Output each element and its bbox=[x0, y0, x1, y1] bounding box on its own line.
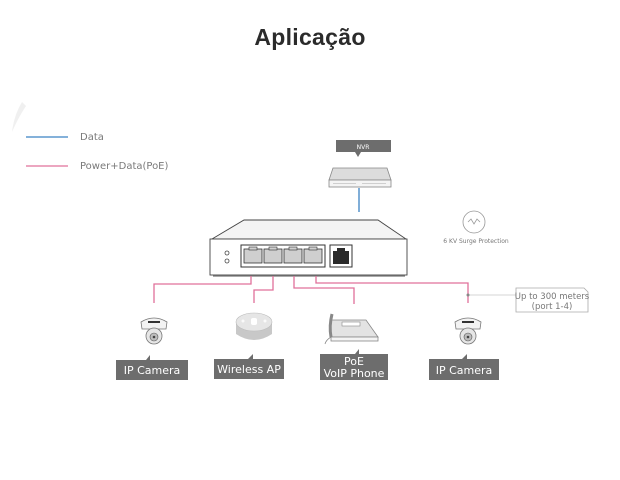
surge-icon bbox=[462, 210, 486, 234]
voip-phone bbox=[324, 313, 379, 345]
distance-note: Up to 300 meters (port 1-4) bbox=[466, 287, 590, 313]
poe-link-port3 bbox=[293, 276, 355, 304]
legend-poe-label: Power+Data(PoE) bbox=[80, 161, 169, 172]
voip-phone-label-line1: PoE bbox=[344, 355, 364, 368]
switch-top bbox=[210, 219, 408, 240]
poe-link-port2 bbox=[253, 276, 274, 303]
distance-line1: Up to 300 meters bbox=[515, 292, 590, 302]
poe-link-port4 bbox=[315, 276, 469, 303]
rj45-port-4 bbox=[303, 246, 323, 264]
legend-data-label: Data bbox=[80, 132, 104, 143]
dome-camera-icon bbox=[140, 317, 168, 330]
ip-camera-2-tag: IP Camera bbox=[429, 354, 499, 380]
dome-camera-icon bbox=[454, 317, 482, 330]
led-icon bbox=[224, 250, 230, 256]
nvr-tag-pointer bbox=[355, 152, 361, 157]
voip-phone-label-line2: VoIP Phone bbox=[324, 367, 385, 380]
surge-protection: 6 KV Surge Protection bbox=[443, 210, 509, 245]
nvr-device: NVR bbox=[328, 140, 392, 212]
ip-camera-1-label: IP Camera bbox=[124, 364, 181, 377]
ip-camera-1-tag: IP Camera bbox=[116, 355, 188, 380]
legend: Data Power+Data(PoE) bbox=[26, 132, 169, 172]
nvr-top bbox=[328, 167, 392, 181]
decorative-mark bbox=[12, 102, 26, 132]
surge-label: 6 KV Surge Protection bbox=[443, 238, 509, 245]
rj45-port-1 bbox=[243, 246, 263, 264]
ip-camera-2 bbox=[454, 317, 482, 345]
voip-phone-tag: PoE VoIP Phone bbox=[320, 349, 388, 380]
rj45-port-3 bbox=[283, 246, 303, 264]
poe-link-port1 bbox=[153, 276, 252, 303]
wireless-ap-tag: Wireless AP bbox=[214, 354, 284, 379]
wireless-ap-label: Wireless AP bbox=[217, 363, 281, 376]
nvr-front bbox=[328, 179, 392, 188]
nvr-tag bbox=[336, 140, 391, 152]
uplink-port bbox=[329, 244, 353, 268]
rj45-port-2 bbox=[263, 246, 283, 264]
nvr-label: NVR bbox=[357, 144, 370, 151]
poe-switch bbox=[209, 219, 408, 277]
ip-camera-2-label: IP Camera bbox=[436, 364, 493, 377]
distance-line2: (port 1-4) bbox=[532, 302, 573, 312]
led-icon bbox=[224, 258, 230, 264]
page-title: Aplicação bbox=[254, 24, 366, 50]
wireless-ap bbox=[235, 312, 273, 340]
poe-links bbox=[153, 276, 469, 304]
ip-camera-1 bbox=[140, 317, 168, 345]
